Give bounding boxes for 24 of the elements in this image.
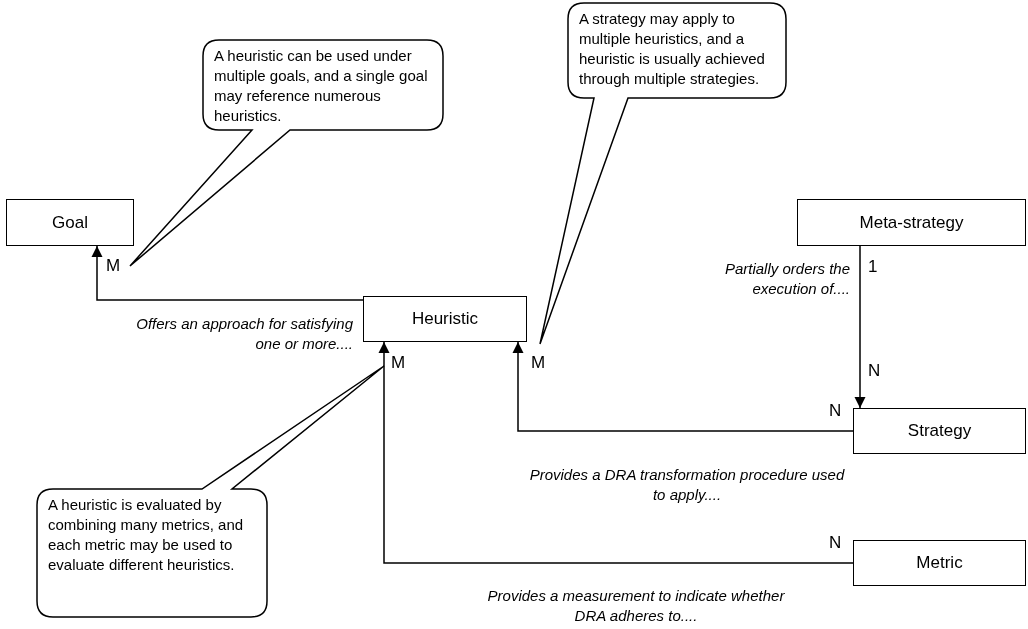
multiplicity-label: N	[829, 401, 842, 421]
entity-box	[853, 408, 1026, 454]
connector-arrow	[91, 245, 364, 301]
connector-arrow	[854, 245, 866, 409]
multiplicity-label: M	[391, 353, 406, 373]
connector-arrow	[512, 341, 854, 432]
entity-name: Metric	[916, 553, 963, 573]
multiplicity-label: M	[106, 256, 121, 276]
multiplicity-label: M	[531, 353, 546, 373]
callout-text: A heuristic is evaluated by combining many metrics, and each metric may be used to evaluate different heuristics.	[48, 495, 245, 575]
entity-box	[853, 540, 1026, 586]
entity-name: Strategy	[907, 421, 972, 441]
entity-name: Goal	[52, 212, 88, 233]
entity-box	[6, 199, 134, 246]
entity-box	[363, 296, 527, 342]
entity-name: Meta-strategy	[859, 212, 964, 233]
callout-text: A strategy may apply to multiple heuristics, and a heuristic is usually achieved through multiple strategies.	[579, 9, 766, 89]
multiplicity-label: N	[868, 361, 881, 381]
callout-text: A heuristic can be used under multiple goals, and a single goal may reference numerous heuristics.	[214, 46, 429, 126]
entity-name: Heuristic	[411, 309, 479, 329]
multiplicity-label: N	[829, 533, 842, 553]
entity-box	[797, 199, 1026, 246]
connector-arrow	[378, 341, 854, 564]
multiplicity-label: 1	[868, 257, 878, 277]
